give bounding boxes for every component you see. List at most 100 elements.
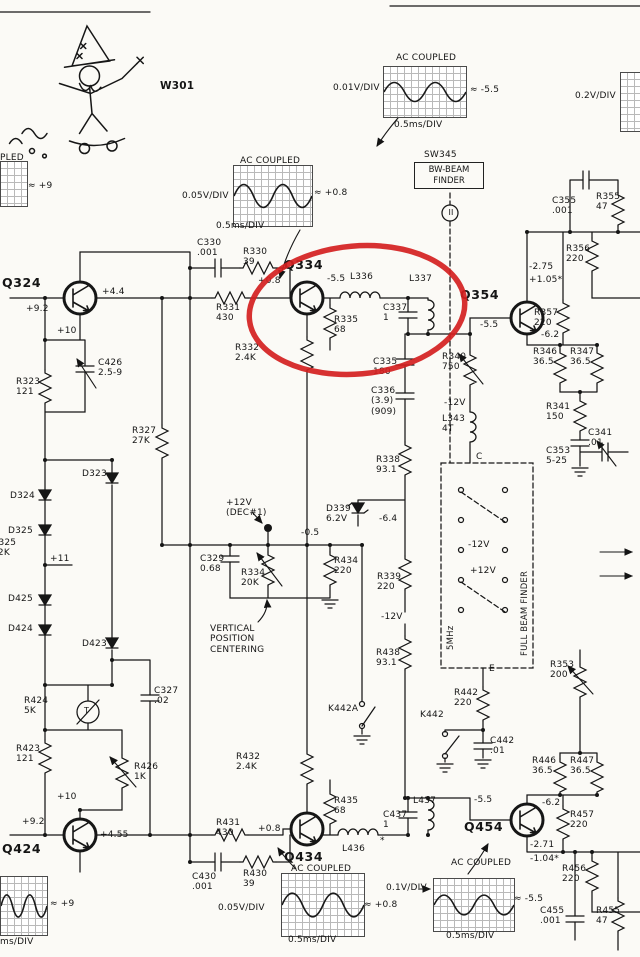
label-d323: D323	[82, 469, 107, 479]
label-r442: R442 220	[454, 688, 479, 709]
label-c336: C336 (3.9) (909)	[371, 386, 397, 417]
label-r353: R353 200	[550, 660, 575, 681]
transistor-q334-symbol	[289, 280, 325, 316]
scope0-tdiv: 0.5ms/DIV	[394, 120, 443, 130]
label-r355: R355 47	[596, 192, 621, 213]
scope3-title: AC COUPLED	[451, 858, 512, 868]
switch-section-circle	[441, 204, 459, 222]
scope3-tdiv: 0.5ms/DIV	[446, 931, 495, 941]
label-c455: C455 .001	[540, 906, 565, 927]
label-vm55-q454: -5.5	[474, 795, 493, 805]
label-vm64: -6.4	[379, 514, 398, 524]
scope2-vdiv: 0.05V/DIV	[218, 903, 265, 913]
label-vm275: -2.75	[529, 262, 554, 272]
label-q434: Q434	[284, 849, 324, 864]
label-d423: D423	[82, 639, 107, 649]
label-thermistor-t: T	[84, 706, 90, 715]
scope-graticule-left-bottom-partial	[0, 876, 48, 936]
scope5-level: ≈ +9	[28, 181, 53, 191]
label-q334: Q334	[284, 257, 324, 272]
label-r339: R339 220	[377, 572, 402, 593]
label-r455: R455 47	[596, 906, 621, 927]
label-mode-5mhz: 5MHz	[446, 625, 456, 650]
label-r335: R335 68	[334, 315, 359, 336]
scope-graticule-bottom-right	[433, 878, 515, 932]
label-l437: L437	[413, 796, 436, 806]
label-r341: R341 150	[546, 402, 571, 423]
label-v10-bot: +10	[57, 792, 77, 802]
scope3-level: ≈ -5.5	[514, 894, 544, 904]
label-r423: R423 121	[16, 744, 41, 765]
thermistor-circle	[76, 700, 100, 724]
label-r338: R338 93.1	[376, 455, 401, 476]
waveform-trace	[234, 166, 312, 226]
label-v08-top: +0.8	[258, 276, 281, 286]
scope2-title: AC COUPLED	[291, 864, 352, 874]
label-d325: D325	[8, 526, 33, 536]
label-l336: L336	[350, 272, 373, 282]
transistor-q434-symbol	[289, 811, 325, 847]
waveform-trace	[282, 874, 364, 936]
label-k442: K442	[420, 710, 444, 720]
label-r330: R330 39	[243, 247, 268, 268]
label-pos-plus12: +12V	[470, 566, 496, 576]
label-vertical-position-centering: VERTICAL POSITION CENTERING	[210, 624, 265, 655]
label-r332: R332 2.4K	[235, 343, 260, 364]
label-r438: R438 93.1	[376, 648, 401, 669]
label-r356: R356 220	[566, 244, 591, 265]
label-node-e: E	[489, 664, 495, 674]
label-vm271: -2.71	[530, 840, 555, 850]
scope2-level: ≈ +0.8	[364, 900, 398, 910]
label-vm05: -0.5	[301, 528, 320, 538]
label-r431: R431 430	[216, 818, 241, 839]
label-d424: D424	[8, 624, 33, 634]
label-q454: Q454	[464, 819, 504, 834]
label-r327: R327 27K	[132, 426, 157, 447]
label-vm62-bot: -6.2	[542, 798, 561, 808]
label-k442a: K442A	[328, 704, 359, 714]
label-r457: R457 220	[570, 810, 595, 831]
label-q424: Q424	[2, 841, 42, 856]
scope0-vdiv: 0.01V/DIV	[333, 83, 380, 93]
label-c430: C430 .001	[192, 872, 217, 893]
label-v10-top: +10	[57, 326, 77, 336]
label-vm62-top: -6.2	[541, 330, 560, 340]
label-w301: W301	[160, 80, 195, 92]
label-pos-minus12: -12V	[468, 540, 490, 550]
label-r334: R334 20K	[241, 568, 266, 589]
label-v105: +1.05*	[529, 275, 563, 285]
scope6-level: ≈ +9	[50, 899, 75, 909]
label-q354: Q354	[460, 287, 500, 302]
label-vm55-q334: -5.5	[327, 274, 346, 284]
transistor-q454-symbol	[509, 802, 545, 838]
label-r325: R325 12K	[0, 538, 17, 559]
label-r426: R426 1K	[134, 762, 159, 783]
label-l343: L343 4T	[442, 414, 465, 435]
transistor-q324-symbol	[62, 280, 98, 316]
label-r424: R424 5K	[24, 696, 49, 717]
label-c426: C426 2.5-9	[98, 358, 123, 379]
label-selected-star: *	[380, 836, 385, 846]
label-c341: C341 .01	[588, 428, 613, 449]
scope-graticule-mid-left	[233, 165, 313, 227]
label-c337: C337 1	[383, 303, 408, 324]
label-c355: C355 .001	[552, 196, 577, 217]
label-r347: R347 36.5	[570, 347, 595, 368]
label-v11: +11	[50, 554, 70, 564]
label-r323: R323 121	[16, 377, 41, 398]
scope1-level: ≈ +0.8	[314, 188, 348, 198]
waveform-trace	[384, 67, 466, 117]
label-l337: L337	[409, 274, 432, 284]
scope3-vdiv: 0.1V/DIV	[386, 883, 427, 893]
plus12v-supply-dot	[264, 524, 272, 532]
scope5-fragment: PLED	[0, 153, 24, 163]
waveform-trace	[1, 877, 47, 935]
label-vm12-mid: -12V	[381, 612, 403, 622]
label-c327: C327 .02	[154, 686, 179, 707]
label-c330: C330 .001	[197, 238, 222, 259]
label-r434: R434 220	[334, 556, 359, 577]
label-vm55-q354: -5.5	[480, 320, 499, 330]
label-v92-bot: +9.2	[22, 817, 45, 827]
scope1-tdiv: 0.5ms/DIV	[216, 221, 265, 231]
